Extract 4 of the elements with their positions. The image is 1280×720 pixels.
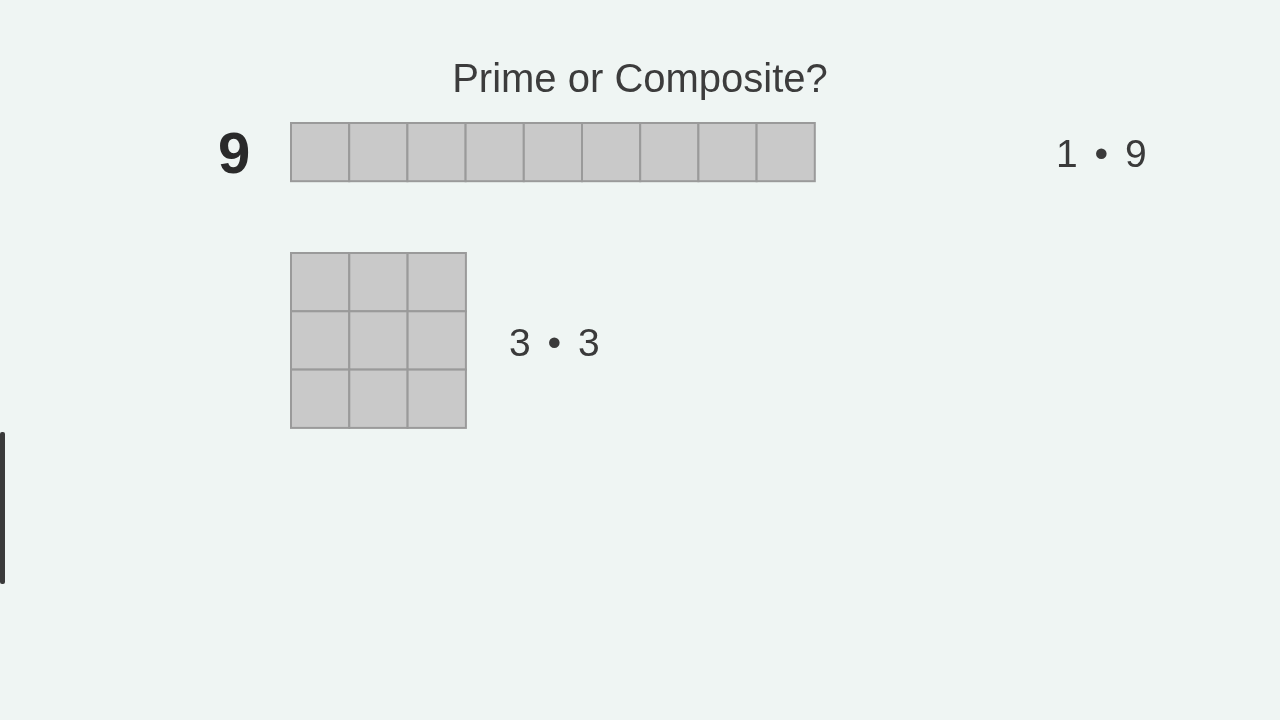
factor-pair-label: 3 • 3 [509, 323, 600, 362]
factor-pair-label: 1 • 9 [1056, 134, 1147, 173]
number-label: 9 [218, 124, 251, 182]
title: Prime or Composite? [451, 58, 829, 98]
